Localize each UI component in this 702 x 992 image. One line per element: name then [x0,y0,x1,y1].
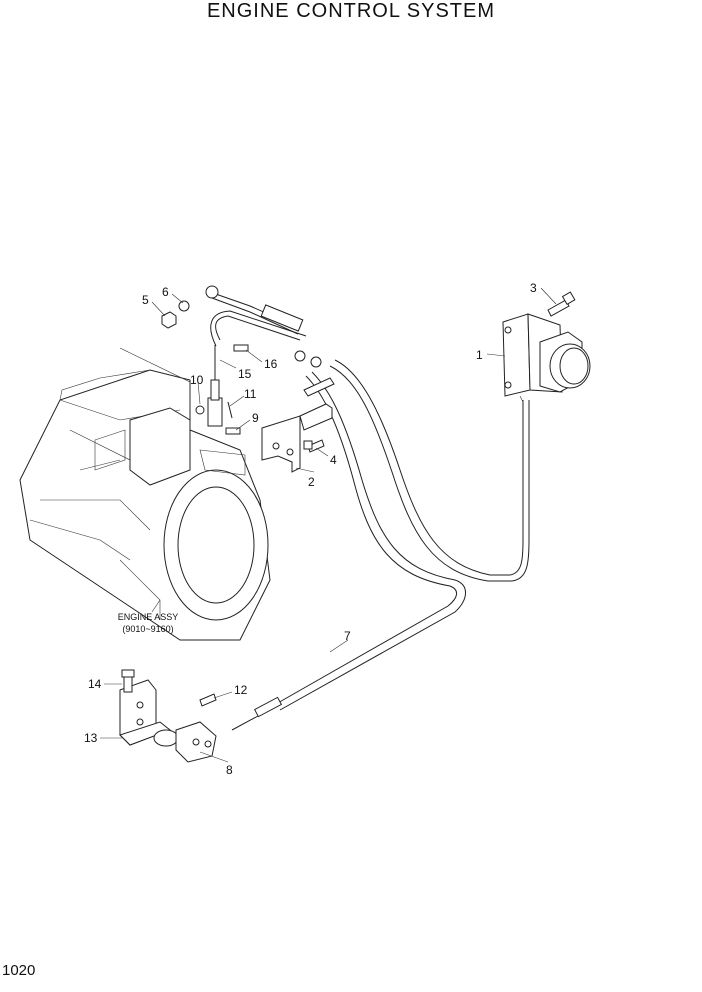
engine-assy [19,369,271,641]
nut-5 [161,311,177,329]
callout-4: 4 [330,453,337,467]
bracket-2 [261,403,333,473]
callout-16: 16 [264,357,278,371]
callout-10: 10 [190,373,204,387]
bolt-4 [303,439,325,453]
lever-assy [119,669,217,763]
callout-12: 12 [234,683,248,697]
control-motor [502,313,591,403]
callout-2: 2 [308,475,315,489]
throttle-cable [205,285,530,731]
callout-6: 6 [162,285,169,299]
callout-13: 13 [84,731,98,745]
washer-6 [178,300,190,312]
cable-clamp [303,377,335,397]
leader-lines [100,287,557,763]
diagram-title: ENGINE CONTROL SYSTEM [206,0,496,22]
engine-serial: (9010~9160) [122,624,173,634]
bolt-3 [547,291,576,317]
callout-5: 5 [142,293,149,307]
clevis-assembly [195,344,249,435]
callout-11: 11 [244,387,257,401]
callout-7: 7 [344,629,351,643]
callout-9: 9 [252,411,259,425]
callout-14: 14 [88,677,102,691]
callout-3: 3 [530,281,537,295]
callout-8: 8 [226,763,233,777]
callout-1: 1 [476,348,483,362]
callout-15: 15 [238,367,252,381]
page-number: 1020 [2,962,36,979]
engine-label: ENGINE ASSY [118,612,179,622]
